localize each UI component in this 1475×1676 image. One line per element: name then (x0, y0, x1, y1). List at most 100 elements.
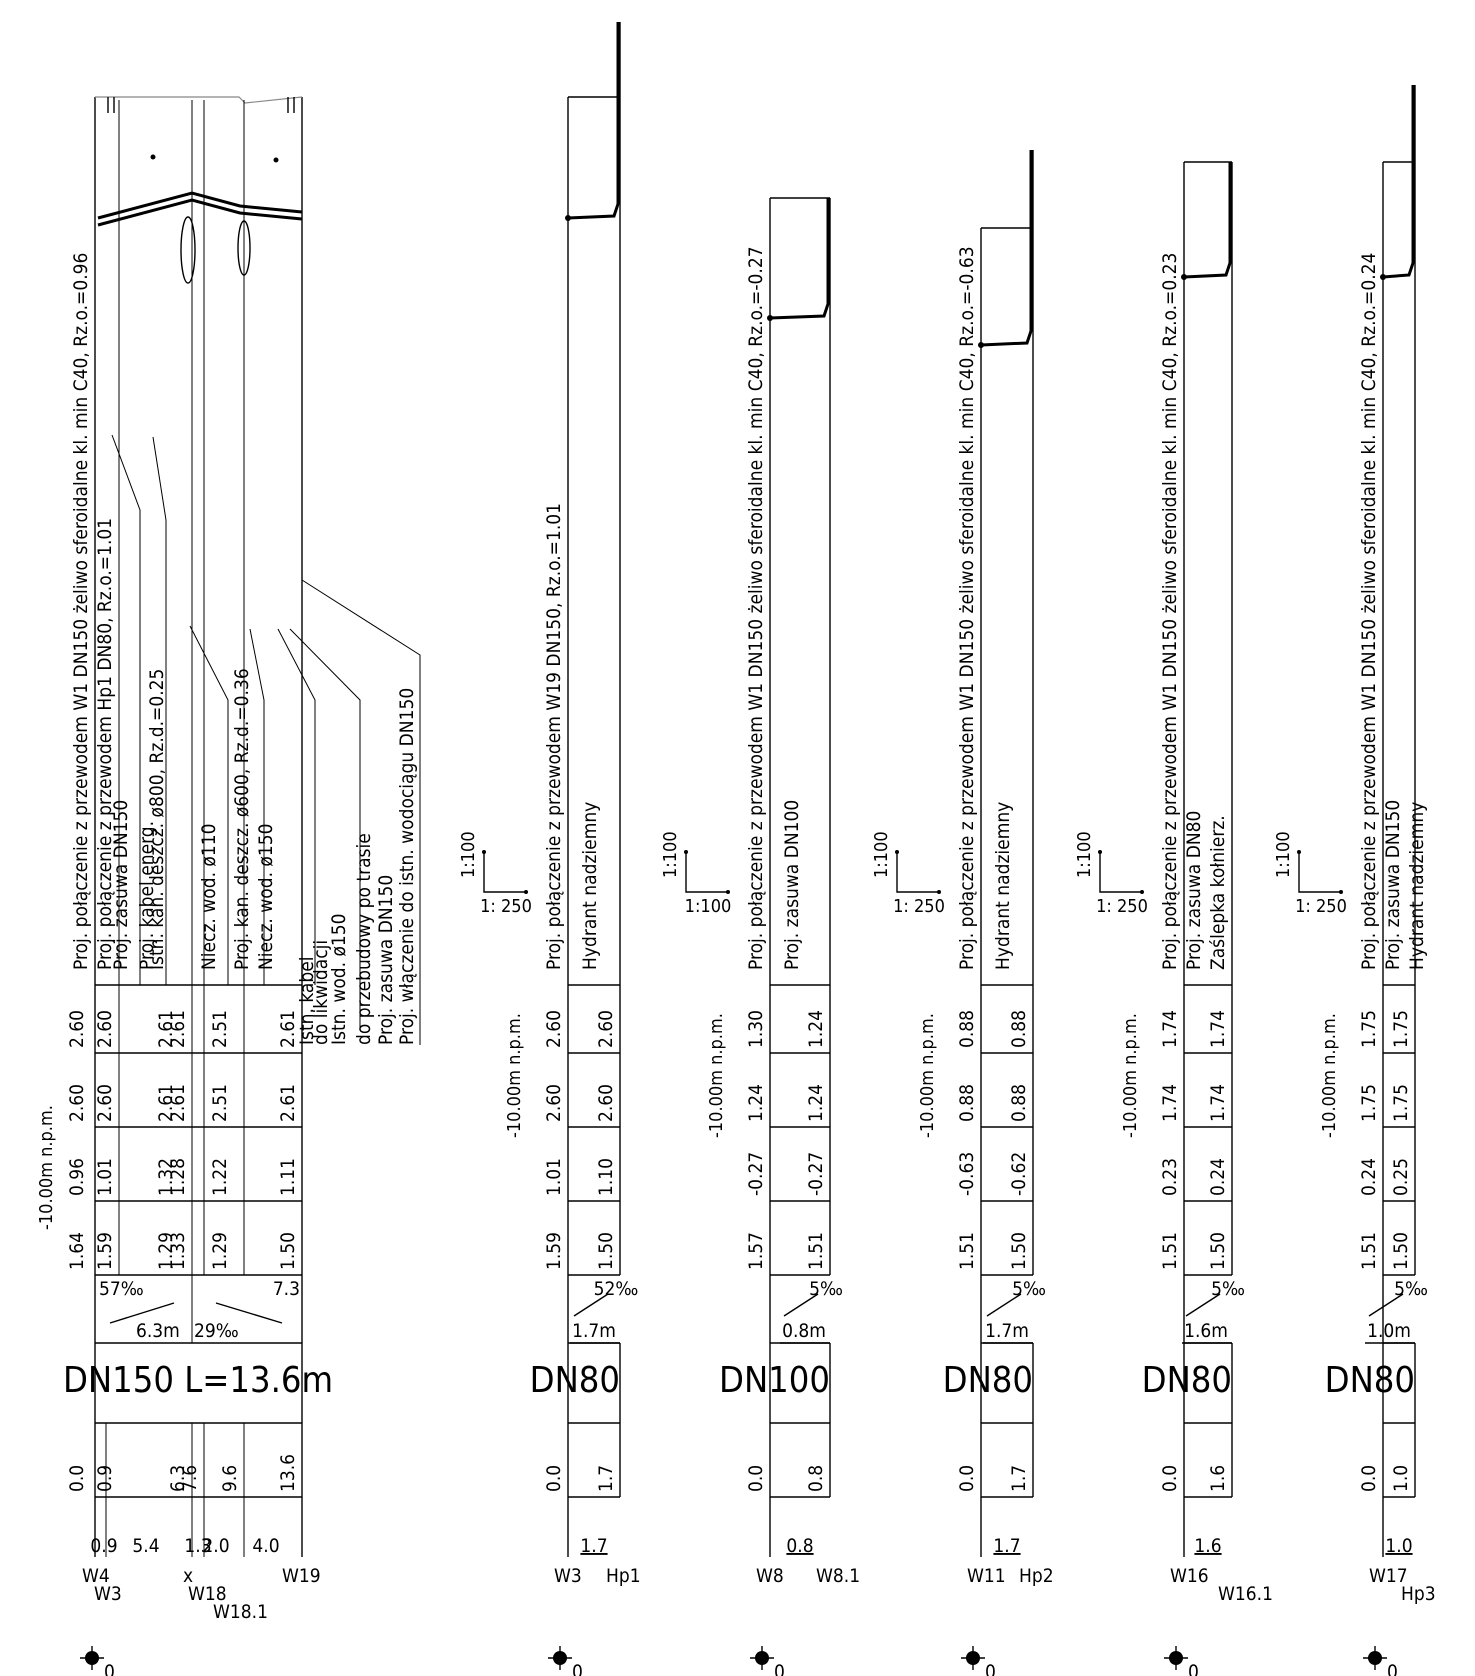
water-pipe (567, 22, 620, 220)
slope-line (109, 1302, 175, 1324)
water-pipe (97, 191, 303, 220)
value-start: 0.88 (956, 1010, 978, 1048)
annotation-label: Niecz. wod. ø110 (198, 824, 220, 971)
scale-arrow-icon (1339, 890, 1343, 894)
datum-label: -10.00m n.p.m. (504, 1013, 525, 1138)
terrain-line (95, 96, 303, 104)
value-end: -0.62 (1008, 1152, 1030, 1196)
table-value: 1.01 (94, 1158, 116, 1196)
connection-label: Proj. połączenie z przewodem W1 DN150 że… (745, 246, 767, 970)
node-start: W8 (756, 1565, 784, 1587)
value-end: -0.27 (805, 1152, 827, 1196)
table-value: 1.29 (209, 1232, 231, 1270)
cable-point-icon (150, 154, 156, 160)
table-value: 1.33 (167, 1232, 189, 1270)
datum-label: -10.00m n.p.m. (917, 1013, 938, 1138)
node-end: W8.1 (816, 1565, 860, 1587)
leader-line (289, 628, 361, 1030)
slope-length: 6.3m (136, 1320, 180, 1342)
table-value: 2.61 (277, 1084, 299, 1122)
scale-horizontal: 1: 250 (1096, 896, 1148, 917)
value-end: 1.50 (1390, 1232, 1412, 1270)
value-end: 1.74 (1207, 1084, 1229, 1122)
slope-line (1185, 1293, 1221, 1317)
table-value: 1.50 (277, 1232, 299, 1270)
pipe-diameter: DN100 (719, 1360, 830, 1401)
connection-label: Proj. połączenie z przewodem W1 DN150 że… (1159, 253, 1181, 970)
table-value: 2.61 (155, 1010, 177, 1048)
table-value: 1.29 (155, 1232, 177, 1270)
value-start: 1.51 (1159, 1232, 1181, 1270)
value-end: 1.24 (805, 1084, 827, 1122)
slope-line (215, 1302, 283, 1324)
node-label: W3 (94, 1583, 122, 1605)
slope-length: 1.7m (572, 1320, 616, 1342)
scale-horizontal: 1:100 (685, 896, 732, 917)
scale-arrow-icon (1140, 890, 1144, 894)
value-start: -0.27 (745, 1152, 767, 1196)
scale-horizontal: 1: 250 (893, 896, 945, 917)
slope-line (986, 1293, 1022, 1317)
annotation-label: Proj. zasuwa DN150 (110, 800, 132, 970)
chainage-end: 0.8 (805, 1465, 827, 1492)
value-start: 1.51 (956, 1232, 978, 1270)
table-value: 0.96 (66, 1158, 88, 1196)
node-end: Hp2 (1019, 1565, 1054, 1587)
table-value: 1.59 (94, 1232, 116, 1270)
water-pipe (1183, 162, 1232, 279)
slope-length: 1.7m (985, 1320, 1029, 1342)
table-value: 1.28 (167, 1158, 189, 1196)
scale-arrow-icon (524, 890, 528, 894)
value-end: 1.10 (595, 1158, 617, 1196)
north-arrow-label: 0 (774, 1661, 785, 1676)
value-end: 1.75 (1390, 1010, 1412, 1048)
segment-length: 0.9 (90, 1535, 117, 1557)
value-end: 2.60 (595, 1010, 617, 1048)
annotation-label: Niecz. wod. ø150 (255, 824, 277, 971)
chainage-end: 1.0 (1390, 1465, 1412, 1492)
north-arrow-label: 0 (572, 1661, 583, 1676)
value-start: 1.57 (745, 1232, 767, 1270)
table-value: 2.61 (155, 1084, 177, 1122)
segment-length: 2.0 (202, 1535, 229, 1557)
table-value: 1.11 (277, 1158, 299, 1196)
connection-label: Proj. połączenie z przewodem W1 DN150 że… (1358, 253, 1380, 970)
annotation-label: Proj. zasuwa DN150 (375, 875, 397, 1045)
node-end: Hp1 (606, 1565, 641, 1587)
node-start: W17 (1369, 1565, 1408, 1587)
connection-label: Proj. połączenie z przewodem W1 DN150 że… (956, 246, 978, 970)
cable-point-icon (273, 157, 279, 163)
value-end: 1.50 (1207, 1232, 1229, 1270)
value-end: 0.88 (1008, 1010, 1030, 1048)
pipe-diameter: DN80 (1142, 1360, 1232, 1401)
existing-pipe-crossing-icon (180, 216, 196, 284)
value-start: -0.63 (956, 1152, 978, 1196)
annotation-label: do przebudowy po trasie (353, 833, 375, 1045)
table-value: 1.64 (66, 1232, 88, 1270)
scale-arrow-icon (726, 890, 730, 894)
slope-length: 0.8m (782, 1320, 826, 1342)
leader-line (277, 628, 316, 985)
scale-arrow-icon (482, 850, 486, 854)
annotation-label: Proj. połączenie z przewodem Hp1 DN80, R… (94, 518, 116, 970)
scale-arrow-icon (684, 850, 688, 854)
chainage-start: 0.0 (1358, 1465, 1380, 1492)
annotation-label: Istn. wod. ø150 (328, 913, 350, 1045)
table-value: 2.61 (167, 1084, 189, 1122)
value-start: 1.51 (1358, 1232, 1380, 1270)
node-end: W16.1 (1218, 1583, 1273, 1605)
end-fitting-label: Hydrant nadziemny (579, 802, 601, 970)
scale-vertical: 1:100 (1074, 831, 1095, 878)
node-end: W19 (282, 1565, 321, 1587)
value-start: 2.60 (543, 1084, 565, 1122)
annotation-label: Istn. kabel (296, 957, 318, 1046)
value-start: 1.75 (1358, 1084, 1380, 1122)
water-pipe (980, 150, 1033, 347)
value-end: 1.50 (1008, 1232, 1030, 1270)
chainage-end: 1.7 (1008, 1465, 1030, 1492)
pipe-diameter: DN80 (943, 1360, 1033, 1401)
node-label: x (183, 1565, 193, 1587)
connection-node-icon (1380, 274, 1386, 280)
